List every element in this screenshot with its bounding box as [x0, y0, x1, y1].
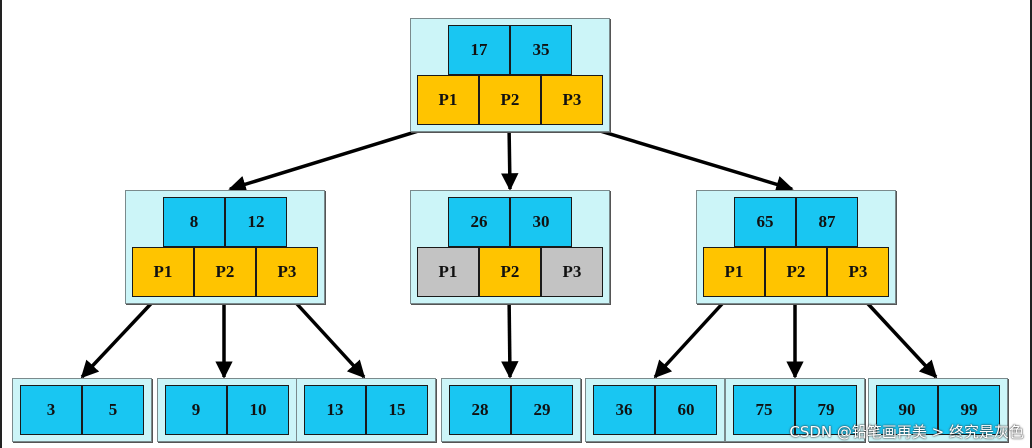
edge-arrow — [855, 290, 938, 379]
pointer-cell: P2 — [479, 75, 541, 125]
key-cell: 99 — [938, 385, 1000, 435]
pointer-cell: P1 — [417, 75, 479, 125]
key-cell: 15 — [366, 385, 428, 435]
null-pointer-cell: P1 — [417, 247, 479, 297]
key-cell: 26 — [448, 197, 510, 247]
pointer-cell: P1 — [703, 247, 765, 297]
key-cell: 90 — [876, 385, 938, 435]
key-cell: 65 — [734, 197, 796, 247]
key-cell: 8 — [163, 197, 225, 247]
edge-arrow — [228, 122, 442, 193]
key-cell: 17 — [448, 25, 510, 75]
key-cell: 10 — [227, 385, 289, 435]
pointer-cell: P2 — [194, 247, 256, 297]
edge-arrow — [501, 123, 519, 191]
watermark: CSDN @铅笔画再美 > 终究是灰色 — [789, 423, 1024, 441]
key-cell: 29 — [511, 385, 573, 435]
key-cell: 75 — [733, 385, 795, 435]
key-cell: 60 — [655, 385, 717, 435]
key-cell: 35 — [510, 25, 572, 75]
key-cell: 79 — [795, 385, 857, 435]
edge-arrow — [576, 122, 794, 193]
null-pointer-cell: P3 — [541, 247, 603, 297]
pointer-cell: P3 — [541, 75, 603, 125]
edge-arrow — [80, 290, 164, 379]
key-cell: 30 — [510, 197, 572, 247]
pointer-cell: P1 — [132, 247, 194, 297]
pointer-cell: P3 — [827, 247, 889, 297]
edge-arrow — [284, 290, 366, 379]
pointer-cell: P3 — [256, 247, 318, 297]
key-cell: 87 — [796, 197, 858, 247]
key-cell: 5 — [82, 385, 144, 435]
key-cell: 28 — [449, 385, 511, 435]
edge-arrow — [653, 290, 735, 379]
key-cell: 3 — [20, 385, 82, 435]
pointer-cell: P2 — [765, 247, 827, 297]
key-cell: 36 — [593, 385, 655, 435]
key-cell: 12 — [225, 197, 287, 247]
pointer-cell: P2 — [479, 247, 541, 297]
edge-arrow — [501, 291, 519, 379]
key-cell: 9 — [165, 385, 227, 435]
key-cell: 13 — [304, 385, 366, 435]
